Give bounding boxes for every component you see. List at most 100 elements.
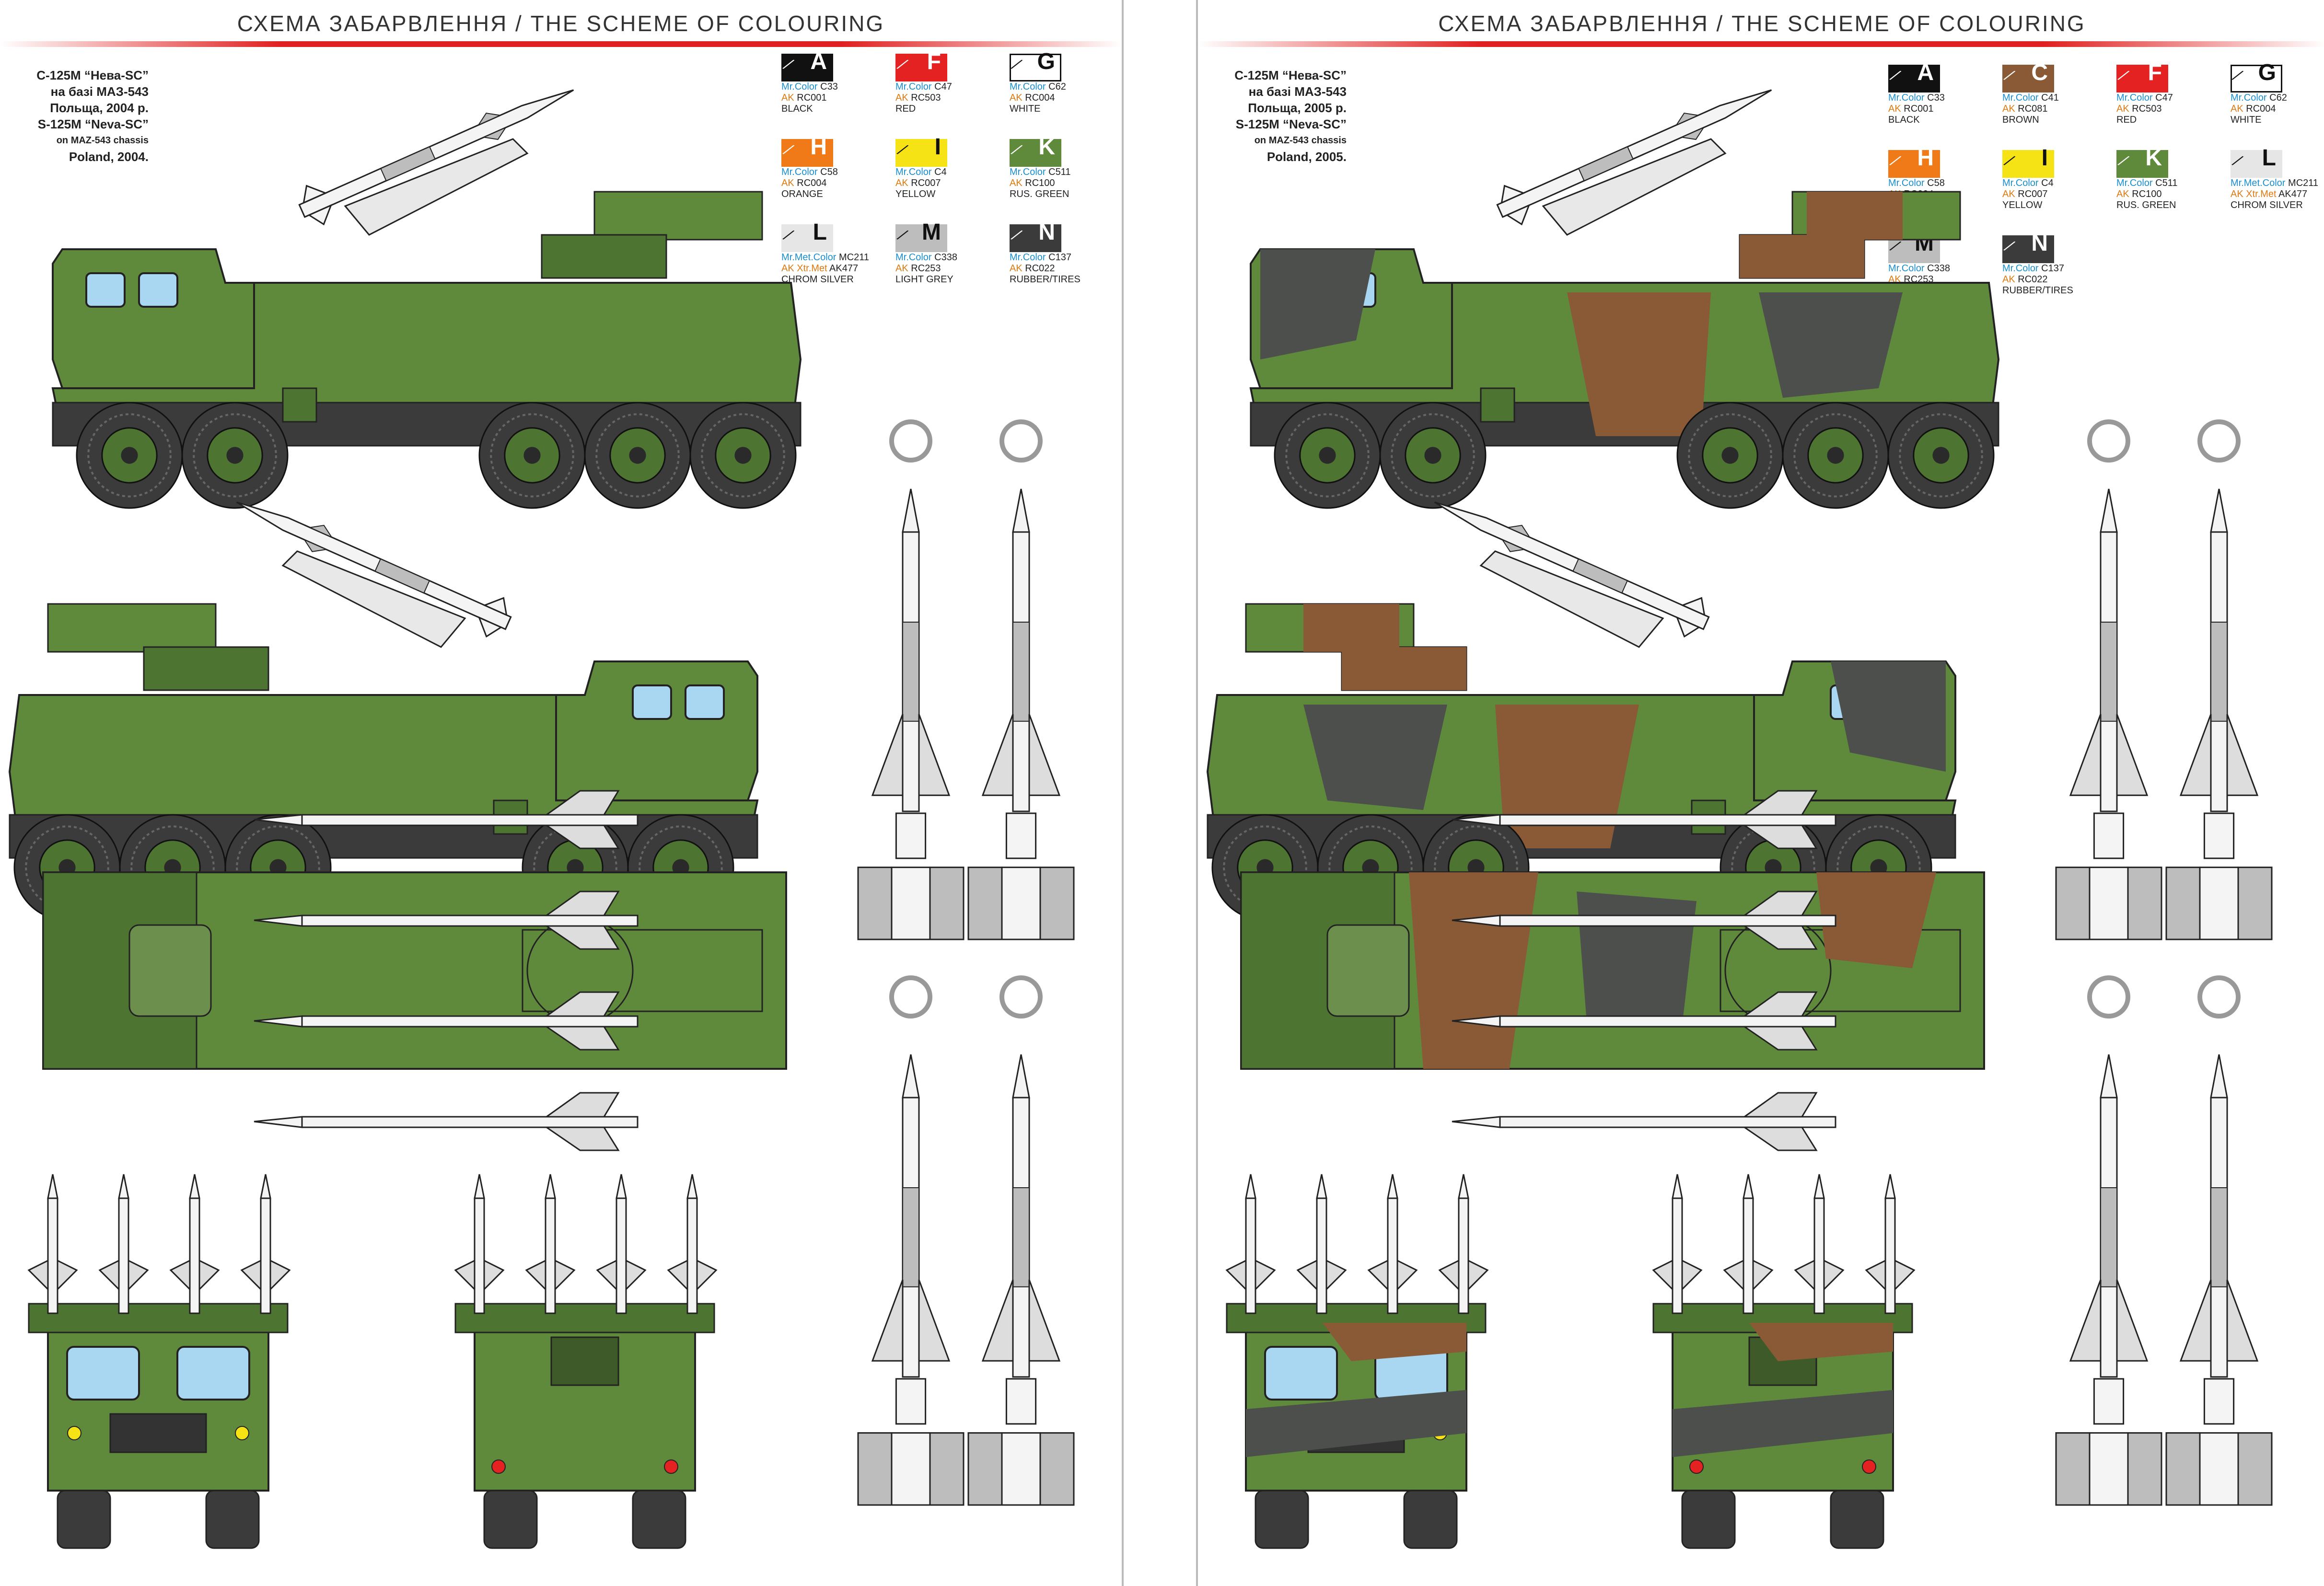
mr-color-code: C58 [1927,178,1945,188]
page-header: СХЕМА ЗАБАРВЛЕННЯ / THE SCHEME OF COLOUR… [1198,0,2324,48]
booster-ring [895,1378,927,1425]
missile-band [1572,558,1628,594]
missile-fin [482,597,508,616]
missile-front-fin [1894,1259,1916,1291]
brand-ak: AK Xtr.Met [781,263,827,274]
brand-ak: AK [781,178,794,188]
brand-ak: AK [2002,104,2015,114]
booster-fin [929,867,964,940]
brand-mr-color: Mr.Color [1888,178,1925,188]
missile-grey-band [2100,1187,2117,1287]
missile-nose [2210,488,2228,533]
missile-front-fin [128,1259,149,1291]
missile-top-fin [1742,891,1818,916]
wheel-center [226,447,244,464]
cab-hatch [128,924,212,1017]
missile-top-nose [1452,814,1501,826]
brand-mr-color: Mr.Color [895,81,932,92]
missile-front-fin [1865,1259,1886,1291]
ak-code: RC004 [1025,93,1055,103]
mr-color-code: C338 [934,252,957,263]
swatch-chip: ∕K [2116,147,2168,178]
swatch-chip: ∕C [2002,61,2054,93]
missile-top-fin [1742,790,1818,816]
booster-ring [895,812,927,859]
missile-front-fin [1438,1259,1460,1291]
missile-fin [302,185,328,204]
booster-ring [2093,812,2125,859]
ring-detail [889,975,932,1019]
missile-front-fin [240,1259,262,1291]
wheel-center [1932,447,1950,464]
missile-top-nose [254,1116,303,1128]
missile-wing [981,1279,1014,1362]
mr-color-code: C33 [1927,93,1945,103]
tire-front [1681,1490,1736,1549]
page-2004: СХЕМА ЗАБАРВЛЕННЯ / THE SCHEME OF COLOUR… [0,0,1124,1586]
rear-light [1862,1459,1876,1474]
missile-wing [871,1279,904,1362]
missile-top-nose [1452,915,1501,927]
swatch-chip: ∕F [2116,61,2168,93]
missile-front-fin [1225,1259,1247,1291]
missile-top-body [1499,1015,1836,1028]
launcher-rail [281,550,466,648]
mr-color-code: C41 [2041,93,2059,103]
missile-top [1452,891,1836,950]
brand-mr-color: Mr.Color [2002,178,2039,188]
brand-ak: AK [895,263,908,274]
missile [1434,501,1710,638]
missile-front-fin [1752,1259,1774,1291]
missile-front [1813,1197,1825,1314]
missile-front [1387,1197,1398,1314]
missile-top-fin [544,925,620,950]
booster-ring [2203,1378,2235,1425]
mr-color-code: C47 [2155,93,2173,103]
brand-mr-color: Mr.Color [2116,93,2153,103]
label-eng-country: Poland, 2005. [1267,150,1347,164]
camo-brown [1740,235,1864,278]
missile-wing [2226,1279,2259,1362]
cab [555,660,758,801]
ring-detail [999,419,1043,463]
missile-front-fin [454,1259,476,1291]
camo-grey [1673,1390,1893,1457]
label-eng-country: Poland, 2004. [69,150,149,164]
missile-top-fin [544,991,620,1017]
ak-code: RC004 [2246,104,2276,114]
brand-mr-color: Mr.Color [2116,178,2153,188]
missile-front-fin [1652,1259,1673,1291]
missile-fin [477,616,503,638]
ak-code: RC007 [911,178,941,188]
color-name: RED [2116,115,2137,125]
swatch-chip: ∕N [2002,232,2054,263]
wheel-center [1827,447,1844,464]
label-ukr-chassis: на базі МАЗ-543 [50,84,149,99]
missile-front-nose [1458,1174,1469,1199]
missile-fin [1500,185,1526,204]
missile-nose [2210,1054,2228,1099]
brand-mr-color: Mr.Color [1010,252,1046,263]
missile-fin [1505,204,1531,226]
color-name: LIGHT GREY [895,274,953,285]
missile-top-fin [1742,1126,1818,1151]
missile-top-fin [1742,1026,1818,1051]
booster-fin [929,1432,964,1506]
missile-front [686,1197,698,1314]
wheel-center [1721,447,1739,464]
missile-top-body [1499,1116,1836,1128]
missile-grey-band [1012,622,1030,722]
brand-ak: AK [1888,104,1901,114]
missile-fin [1675,616,1701,638]
missile-top-fin [1742,1092,1818,1118]
booster-fin [2237,1432,2273,1506]
vehicle-drawings [1206,89,2273,1549]
missile-front-nose [1813,1174,1825,1199]
camo-brown [1495,705,1639,848]
swatch-chip: ∕A [1888,61,1940,93]
brand-mr-color: Mr.Met.Color [2231,178,2286,188]
missile-front-fin [198,1259,220,1291]
missile-front-fin [1794,1259,1815,1291]
